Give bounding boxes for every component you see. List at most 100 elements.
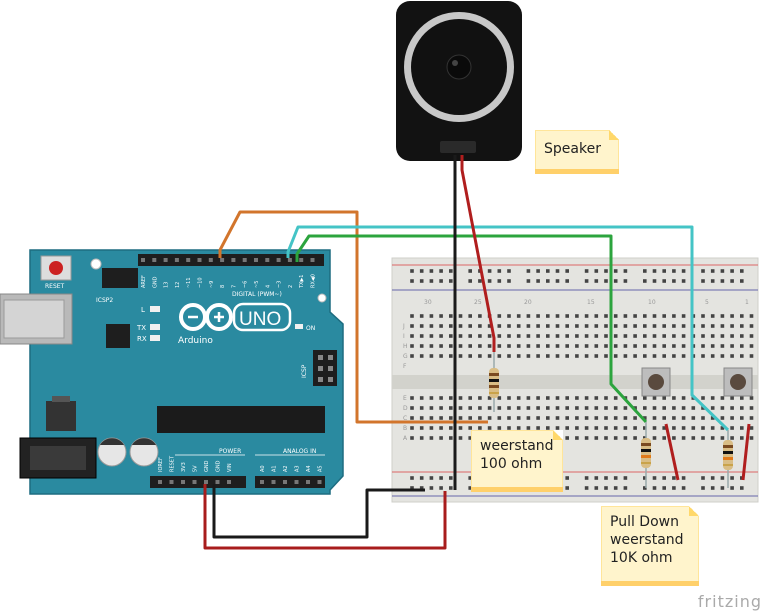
breadboard-hole[interactable]	[681, 269, 686, 273]
breadboard-hole[interactable]	[613, 354, 618, 358]
breadboard-hole[interactable]	[429, 354, 434, 358]
breadboard-hole[interactable]	[419, 269, 424, 273]
digital-pin[interactable]	[231, 258, 236, 262]
breadboard-hole[interactable]	[575, 334, 579, 338]
breadboard-hole[interactable]	[584, 416, 589, 420]
breadboard-hole[interactable]	[633, 354, 637, 358]
breadboard-hole[interactable]	[497, 416, 502, 420]
breadboard-hole[interactable]	[594, 436, 599, 440]
breadboard-hole[interactable]	[468, 476, 472, 480]
breadboard-hole[interactable]	[701, 476, 705, 480]
breadboard-hole[interactable]	[507, 416, 511, 420]
breadboard-hole[interactable]	[672, 354, 676, 358]
breadboard-hole[interactable]	[623, 314, 628, 318]
breadboard-hole[interactable]	[536, 406, 540, 410]
breadboard-hole[interactable]	[546, 334, 550, 338]
digital-pin[interactable]	[163, 258, 168, 262]
breadboard-hole[interactable]	[429, 334, 434, 338]
breadboard-hole[interactable]	[507, 279, 511, 283]
breadboard-hole[interactable]	[710, 324, 715, 328]
breadboard-hole[interactable]	[439, 279, 443, 283]
breadboard-hole[interactable]	[536, 334, 540, 338]
breadboard-hole[interactable]	[546, 269, 550, 273]
breadboard-hole[interactable]	[497, 406, 502, 410]
breadboard-hole[interactable]	[643, 426, 647, 430]
breadboard-hole[interactable]	[701, 406, 705, 410]
breadboard-hole[interactable]	[565, 416, 569, 420]
breadboard-hole[interactable]	[613, 476, 618, 480]
breadboard-hole[interactable]	[643, 436, 647, 440]
breadboard-hole[interactable]	[701, 396, 705, 400]
breadboard-hole[interactable]	[701, 354, 705, 358]
breadboard-hole[interactable]	[429, 416, 434, 420]
breadboard-hole[interactable]	[526, 344, 531, 348]
breadboard-hole[interactable]	[652, 486, 657, 490]
breadboard-hole[interactable]	[555, 354, 560, 358]
breadboard-hole[interactable]	[643, 416, 647, 420]
breadboard-hole[interactable]	[613, 436, 618, 440]
breadboard-hole[interactable]	[710, 396, 715, 400]
power-pin[interactable]	[169, 480, 174, 484]
breadboard-hole[interactable]	[468, 344, 472, 348]
breadboard-hole[interactable]	[681, 314, 686, 318]
breadboard-hole[interactable]	[594, 396, 599, 400]
breadboard-hole[interactable]	[613, 416, 618, 420]
breadboard-hole[interactable]	[604, 269, 608, 273]
breadboard-hole[interactable]	[526, 416, 531, 420]
breadboard-hole[interactable]	[623, 426, 628, 430]
breadboard-hole[interactable]	[652, 324, 657, 328]
breadboard-hole[interactable]	[720, 344, 725, 348]
breadboard-hole[interactable]	[652, 416, 657, 420]
breadboard-hole[interactable]	[419, 486, 424, 490]
breadboard-hole[interactable]	[478, 426, 482, 430]
breadboard-hole[interactable]	[497, 396, 502, 400]
breadboard-hole[interactable]	[604, 486, 608, 490]
digital-pin[interactable]	[186, 258, 191, 262]
breadboard-hole[interactable]	[730, 476, 734, 480]
breadboard-hole[interactable]	[429, 426, 434, 430]
breadboard-hole[interactable]	[584, 354, 589, 358]
breadboard-hole[interactable]	[575, 344, 579, 348]
breadboard-hole[interactable]	[497, 354, 502, 358]
digital-pin[interactable]	[276, 258, 281, 262]
breadboard-hole[interactable]	[410, 324, 414, 328]
breadboard-hole[interactable]	[575, 416, 579, 420]
breadboard-hole[interactable]	[613, 426, 618, 430]
breadboard-hole[interactable]	[555, 314, 560, 318]
breadboard-hole[interactable]	[643, 486, 647, 490]
breadboard-hole[interactable]	[487, 426, 492, 430]
breadboard-hole[interactable]	[740, 324, 744, 328]
breadboard-hole[interactable]	[546, 279, 550, 283]
breadboard-hole[interactable]	[594, 314, 599, 318]
breadboard-hole[interactable]	[468, 486, 472, 490]
breadboard-hole[interactable]	[419, 436, 424, 440]
breadboard-hole[interactable]	[604, 344, 608, 348]
breadboard-hole[interactable]	[507, 406, 511, 410]
breadboard-hole[interactable]	[468, 416, 472, 420]
breadboard-hole[interactable]	[410, 279, 414, 283]
breadboard-hole[interactable]	[633, 324, 637, 328]
digital-pin[interactable]	[174, 258, 179, 262]
breadboard-hole[interactable]	[439, 314, 443, 318]
breadboard-hole[interactable]	[536, 354, 540, 358]
breadboard-hole[interactable]	[565, 436, 569, 440]
breadboard-hole[interactable]	[507, 396, 511, 400]
breadboard-hole[interactable]	[623, 406, 628, 410]
breadboard-hole[interactable]	[662, 354, 666, 358]
breadboard-hole[interactable]	[526, 354, 531, 358]
breadboard-hole[interactable]	[594, 476, 599, 480]
breadboard-hole[interactable]	[497, 269, 502, 273]
breadboard-hole[interactable]	[439, 426, 443, 430]
icsp-pin[interactable]	[318, 366, 323, 371]
breadboard-hole[interactable]	[536, 416, 540, 420]
breadboard-hole[interactable]	[681, 324, 686, 328]
breadboard-hole[interactable]	[575, 436, 579, 440]
breadboard-hole[interactable]	[487, 406, 492, 410]
breadboard-hole[interactable]	[546, 426, 550, 430]
breadboard-hole[interactable]	[749, 354, 754, 358]
breadboard-hole[interactable]	[449, 354, 453, 358]
breadboard-hole[interactable]	[643, 269, 647, 273]
breadboard-hole[interactable]	[681, 344, 686, 348]
breadboard-hole[interactable]	[594, 486, 599, 490]
breadboard-hole[interactable]	[410, 314, 414, 318]
